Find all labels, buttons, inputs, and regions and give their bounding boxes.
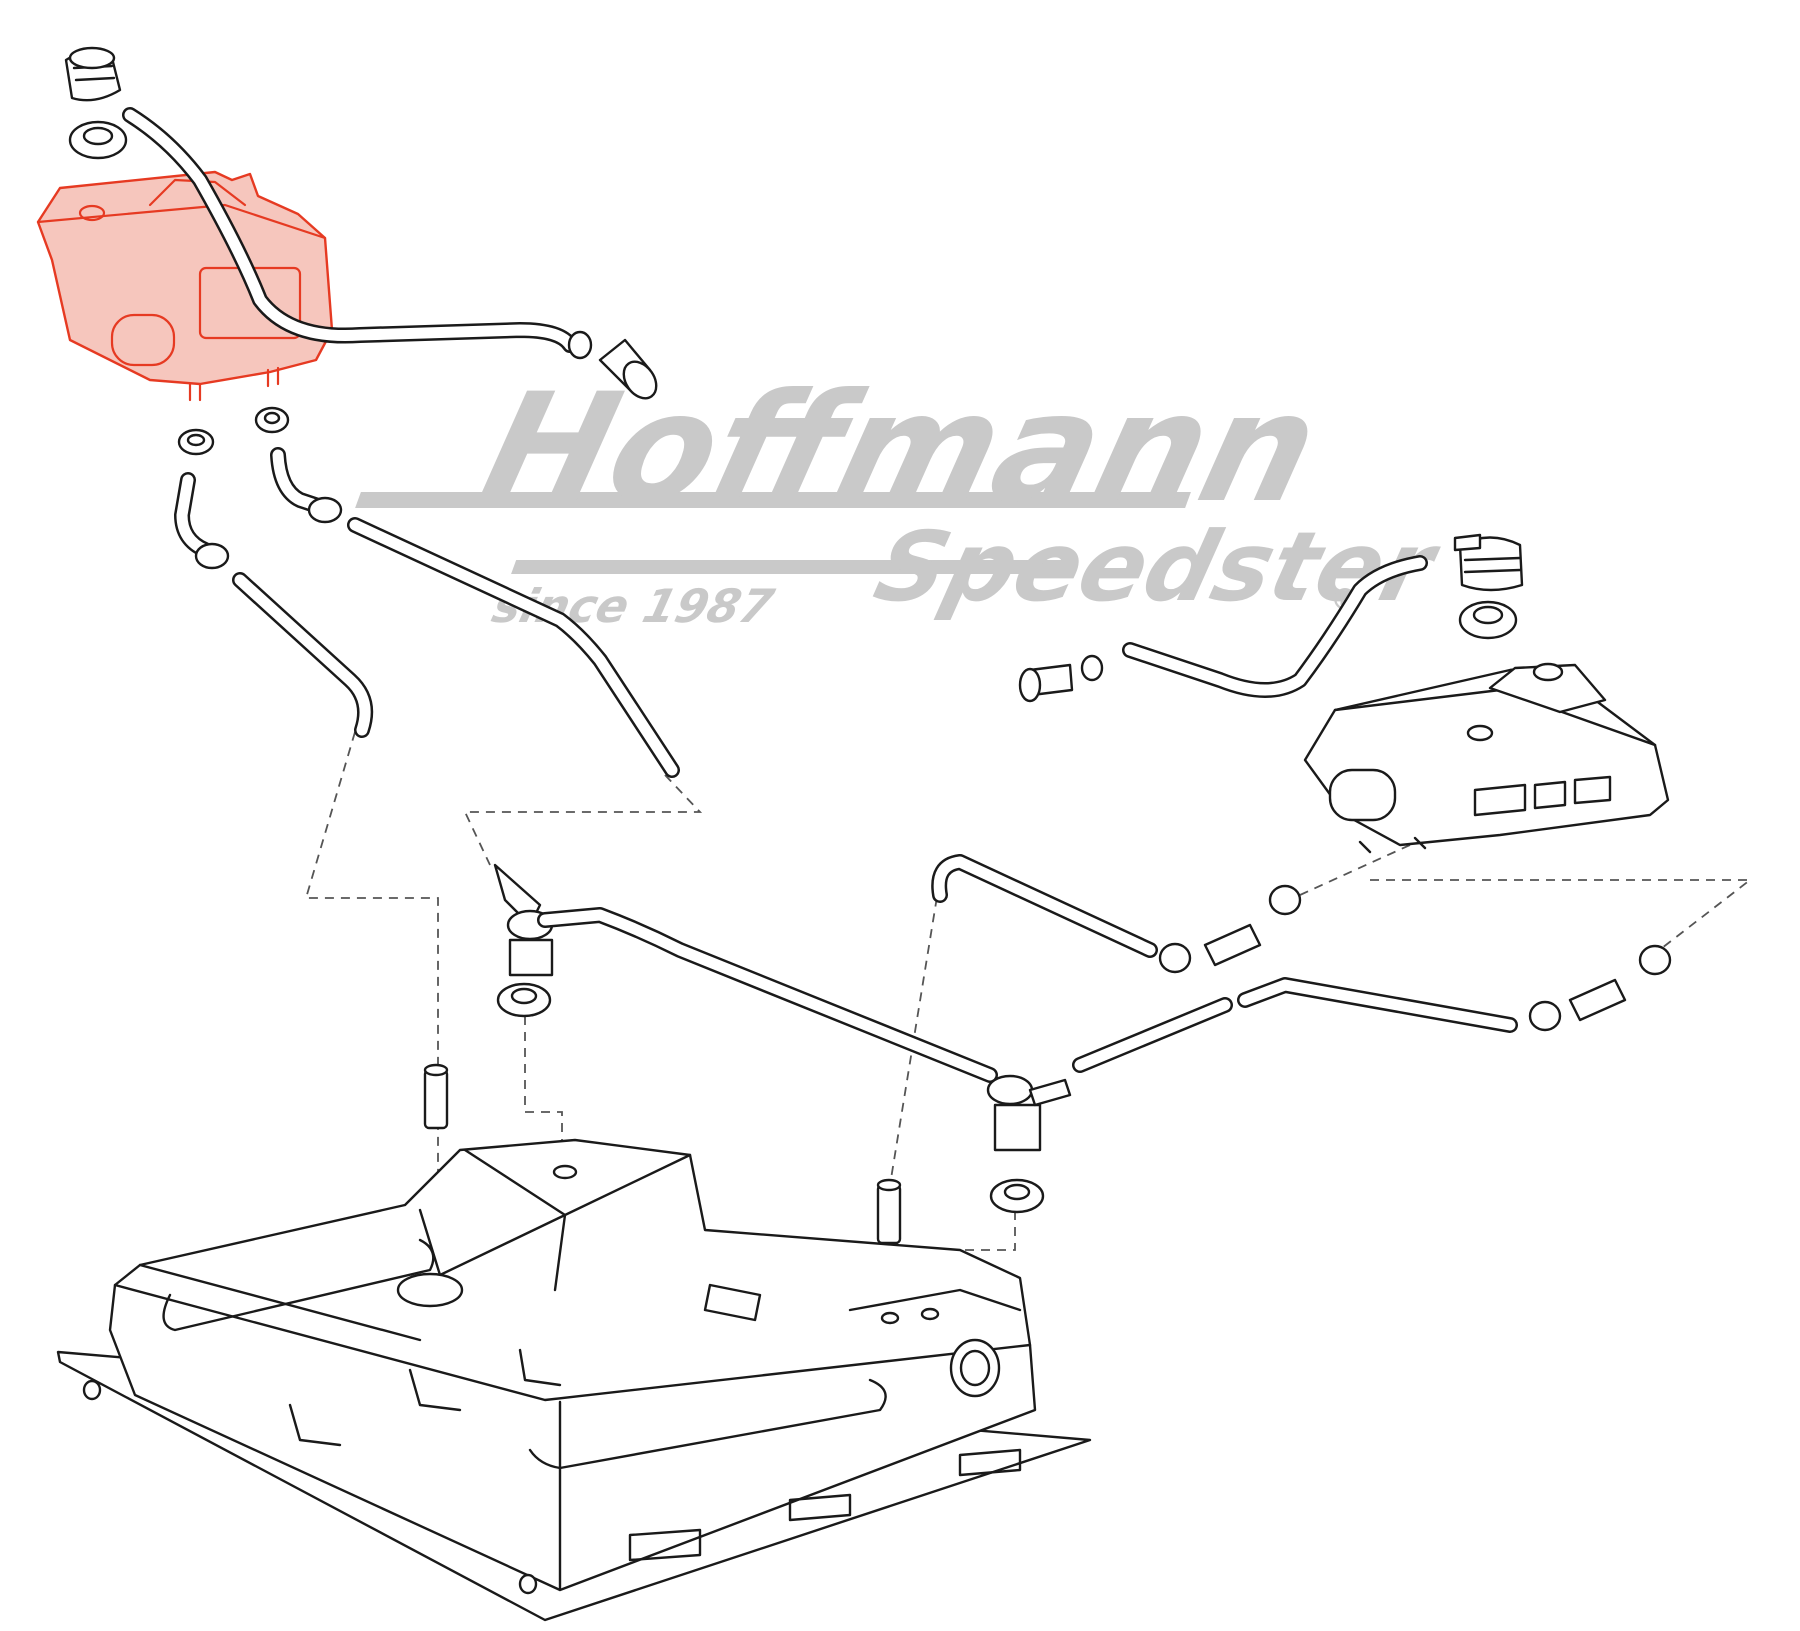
grommet-right-mid[interactable] xyxy=(989,1178,1045,1214)
hose-clamp-top[interactable] xyxy=(567,330,593,360)
guide-line-left-hose xyxy=(304,731,439,1180)
connector-sleeve-right[interactable] xyxy=(1018,654,1104,703)
connector-sleeve-top[interactable] xyxy=(598,338,663,404)
fuel-tank-sender-port xyxy=(949,1338,1001,1398)
guide-line-vertical-right xyxy=(889,865,943,1186)
short-hose-left[interactable] xyxy=(174,472,213,558)
clamp-left-3[interactable] xyxy=(194,542,230,570)
expansion-tank-right[interactable] xyxy=(1303,662,1670,854)
guide-line-right-tank-2 xyxy=(1370,879,1753,966)
watermark-bar-mid xyxy=(511,560,1077,574)
clamp-left-1[interactable] xyxy=(177,428,215,456)
standoff-pin-left[interactable] xyxy=(423,1063,449,1130)
vent-hose-right-top[interactable] xyxy=(1122,555,1428,698)
clamp-right-3[interactable] xyxy=(1528,1000,1562,1032)
breather-hose-left[interactable] xyxy=(232,572,373,738)
clamp-left-2[interactable] xyxy=(254,406,290,434)
clamp-right-1[interactable] xyxy=(1158,942,1192,974)
expansion-tank-top-face xyxy=(36,203,327,240)
clamp-right-4[interactable] xyxy=(1638,944,1672,976)
sleeve-right-1[interactable] xyxy=(1203,923,1262,967)
t-piece-right[interactable] xyxy=(986,1074,1072,1152)
grommet-right-top[interactable] xyxy=(1458,600,1518,640)
watermark-sub: Speedster xyxy=(865,511,1451,622)
fuel-tank-filler-opening xyxy=(396,1272,464,1308)
expansion-tank-nipple-right xyxy=(266,366,280,388)
guide-line-center-hose xyxy=(463,774,703,866)
fuel-tank[interactable] xyxy=(56,1138,1092,1622)
expansion-tank-sight-glass xyxy=(110,313,176,367)
filler-cap-right[interactable] xyxy=(1453,533,1524,592)
vent-hose-right-upper[interactable] xyxy=(931,854,1158,958)
standoff-pin-right[interactable] xyxy=(876,1178,902,1245)
fuel-tank-body xyxy=(108,1138,1037,1592)
expansion-tank-nipple-left xyxy=(188,382,202,402)
sleeve-right-2[interactable] xyxy=(1568,978,1627,1022)
filler-cap-top-left[interactable] xyxy=(64,46,122,102)
expansion-tank-top-hole xyxy=(78,204,106,222)
grommet-left-mid[interactable] xyxy=(496,982,552,1018)
fuel-tank-top-port xyxy=(552,1164,578,1180)
clamp-right-2[interactable] xyxy=(1268,884,1302,916)
vent-hose-right-lower[interactable] xyxy=(1072,977,1518,1073)
grommet-top-left[interactable] xyxy=(68,120,128,160)
short-hose-right[interactable] xyxy=(270,447,323,513)
guide-line-right-tank-1 xyxy=(1299,844,1411,896)
watermark-bar-top xyxy=(355,492,1191,508)
expansion-tank-body xyxy=(36,170,334,386)
main-vent-line[interactable] xyxy=(537,907,998,1083)
breather-hose-center[interactable] xyxy=(347,517,680,778)
watermark-brand: Hoffmann xyxy=(466,361,1334,535)
clamp-left-4[interactable] xyxy=(307,496,343,524)
vent-hose-top-left[interactable] xyxy=(122,107,578,353)
watermark: Hoffmann Speedster since 1987 ® xyxy=(355,361,1451,634)
expansion-tank-highlighted[interactable] xyxy=(36,170,334,402)
